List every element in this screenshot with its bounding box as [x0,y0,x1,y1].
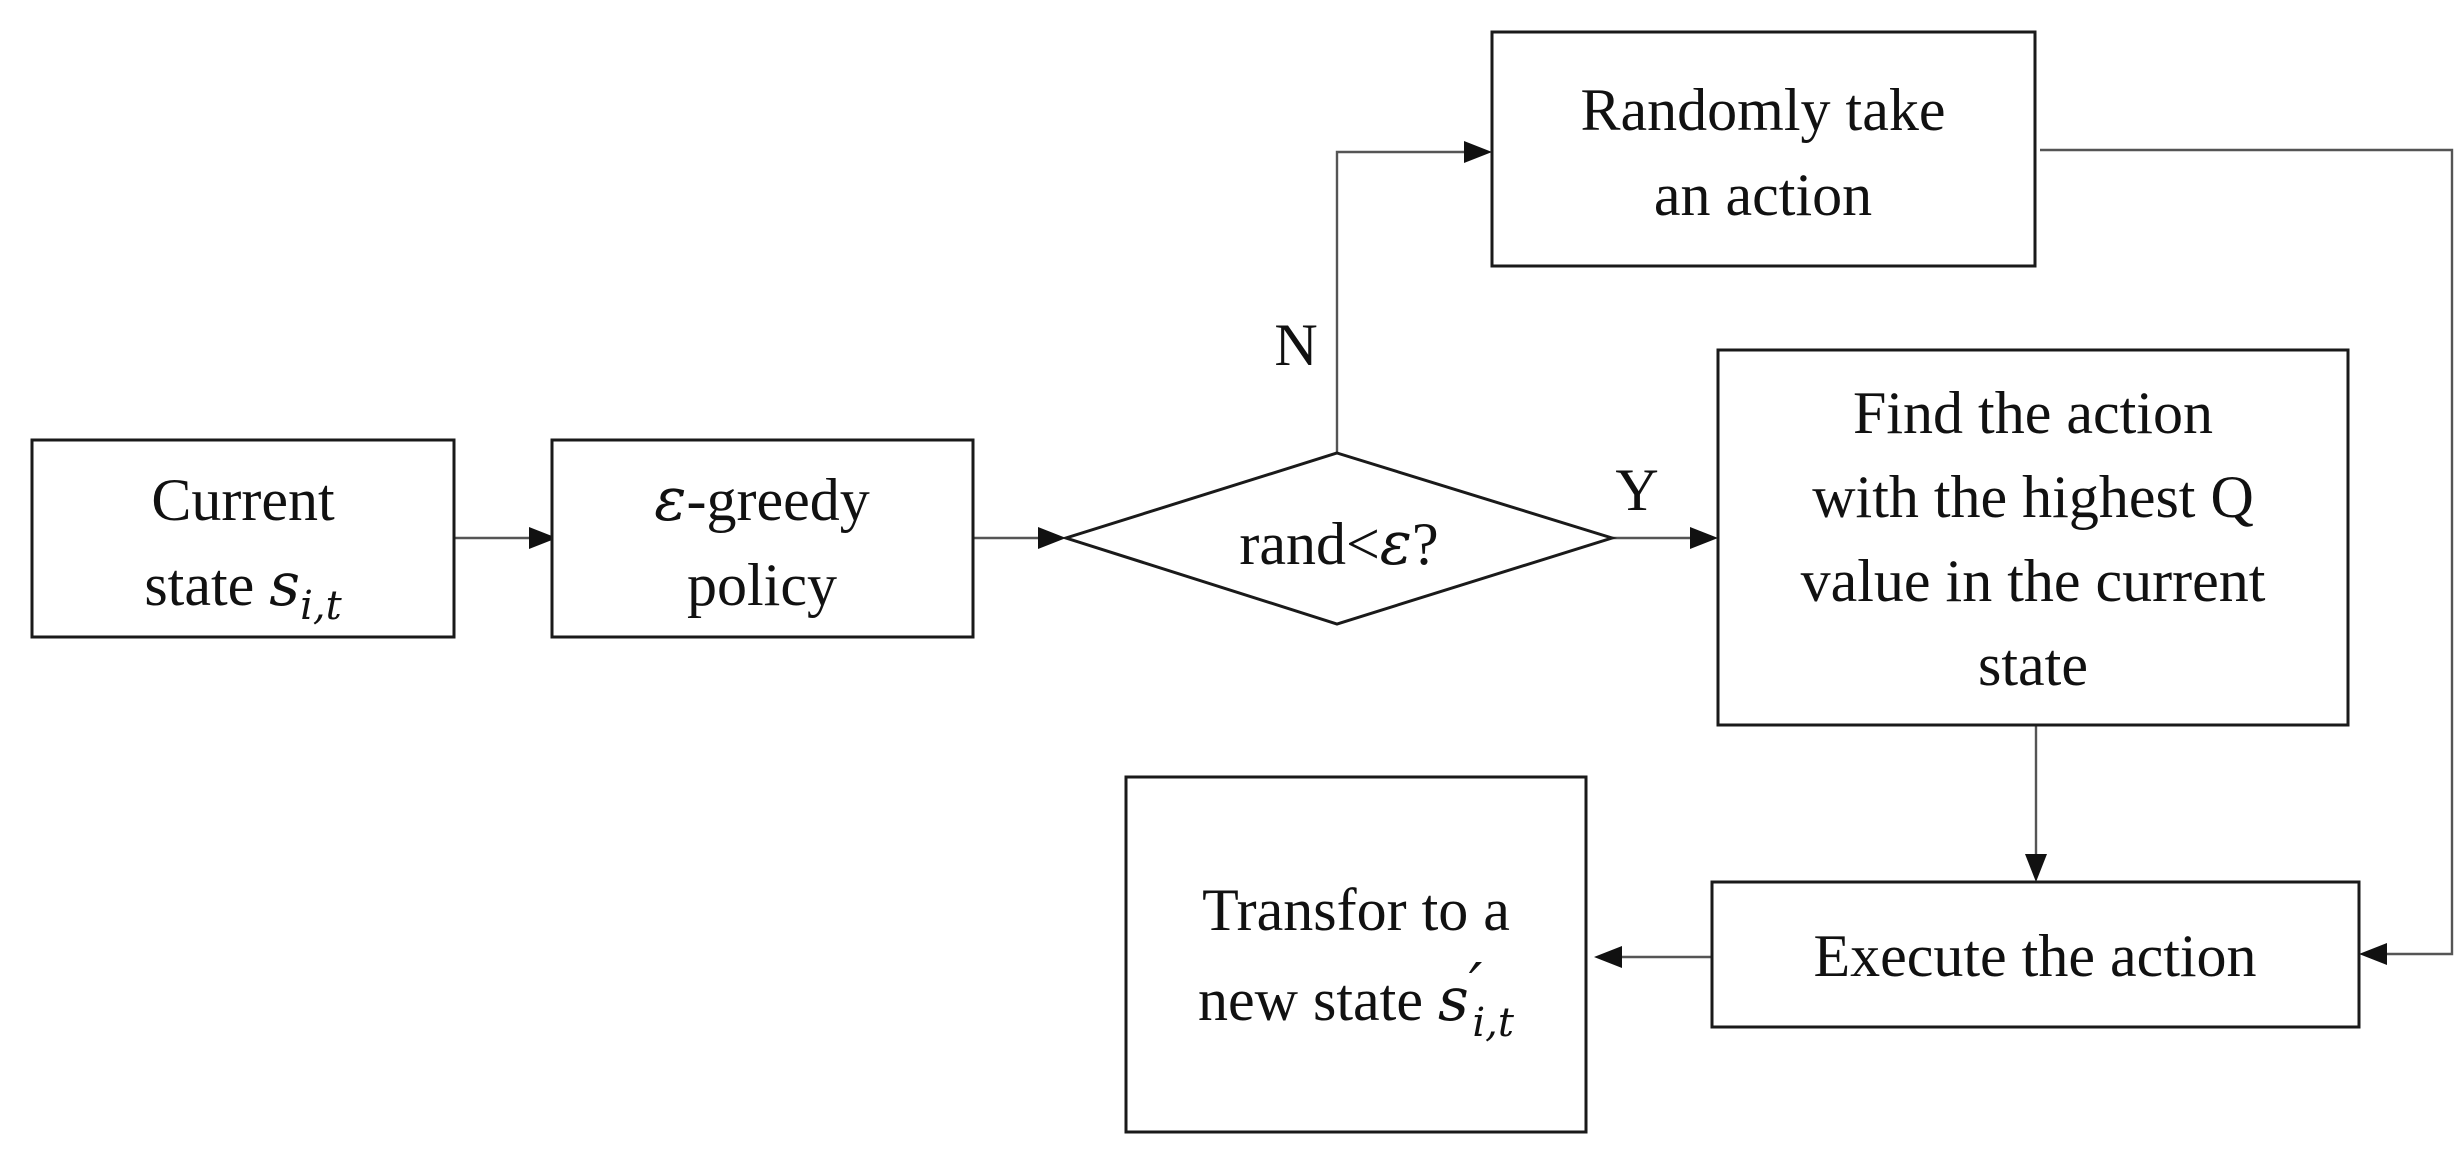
highest-q-line2: with the highest Q [1812,464,2254,530]
random-action-line2: an action [1654,162,1872,228]
greedy-epsilon-symbol: ε [654,465,686,535]
svg-text:Execute the action: Execute the action [1813,923,2256,989]
current-state-line2: state [144,552,269,618]
current-state-subscript: i,t [300,583,343,629]
arrowhead-execute-from-random [2359,943,2387,965]
new-state-subscript: i,t [1472,1000,1515,1046]
arrowhead-random [1464,141,1492,163]
arrowhead-greedy [529,527,557,549]
arrowhead-execute-from-highest-q [2025,854,2047,882]
svg-text:Transfor to a: Transfor to a [1202,877,1510,943]
highest-q-line1: Find the action [1853,380,2213,446]
current-state-symbol: s [269,550,300,620]
decision-suffix: ? [1412,511,1439,577]
edge-decision-no-to-random [1335,150,1468,453]
new-state-line2: new state [1198,967,1438,1033]
highest-q-line3: value in the current [1801,548,2266,614]
current-state-line1: Current [151,467,335,533]
node-highest-q-action: Find the action with the highest Q value… [1716,348,2350,727]
edge-random-to-execute [2040,148,2454,956]
node-execute-action: Execute the action [1710,880,2361,1029]
random-action-line1: Randomly take [1581,77,1946,143]
svg-text:value in the current: value in the current [1801,548,2266,614]
svg-text:new state s′i,t: new state s′i,t [1198,951,1515,1046]
svg-text:rand<ε?: rand<ε? [1239,509,1438,579]
svg-text:Current: Current [151,467,335,533]
edge-label-yes: Y [1615,457,1658,523]
new-state-line1: Transfor to a [1202,877,1510,943]
greedy-line1: -greedy [686,467,869,533]
decision-epsilon-symbol: ε [1380,509,1412,579]
node-current-state: Current state si,t [30,438,456,639]
node-decision-diamond: rand<ε? [1061,451,1618,626]
svg-text:policy: policy [687,552,837,618]
node-new-state: Transfor to a new state s′i,t [1124,775,1588,1134]
svg-text:ε-greedy: ε-greedy [654,465,869,535]
new-state-prime: ′ [1469,951,1483,1021]
svg-text:state si,t: state si,t [144,550,342,629]
arrowhead-decision [1038,527,1066,549]
edge-label-no: N [1274,312,1317,378]
execute-line1: Execute the action [1813,923,2256,989]
svg-text:state: state [1978,632,2088,698]
svg-text:Find the action: Find the action [1853,380,2213,446]
node-random-action: Randomly take an action [1490,30,2037,268]
svg-text:an action: an action [1654,162,1872,228]
decision-prefix: rand< [1239,511,1379,577]
arrowhead-highest-q [1690,527,1718,549]
arrowhead-new-state [1594,946,1622,968]
greedy-line2: policy [687,552,837,618]
svg-text:Randomly take: Randomly take [1581,77,1946,143]
highest-q-line4: state [1978,632,2088,698]
new-state-symbol: s [1438,965,1469,1035]
node-epsilon-greedy-policy: ε-greedy policy [550,438,975,639]
svg-text:with the highest Q: with the highest Q [1812,464,2254,530]
